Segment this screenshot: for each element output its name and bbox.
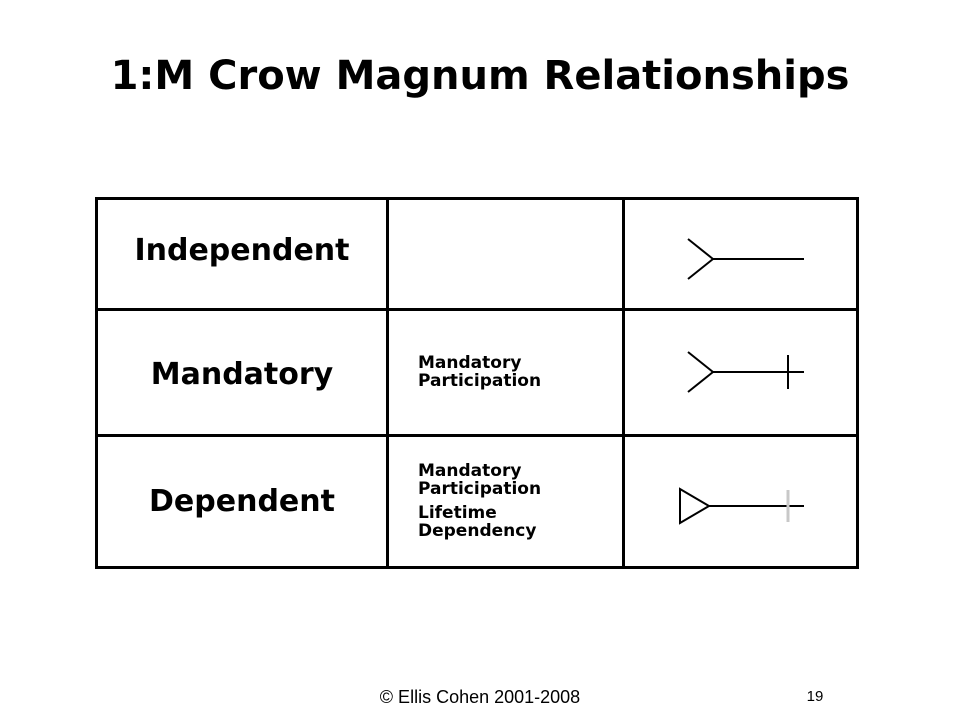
column-divider-2 [622,200,625,566]
row-description-dependent: Mandatory Participation Lifetime Depende… [418,462,541,540]
triangle-line-faint-bar-icon [679,487,804,525]
row-description-mandatory: Mandatory Participation [418,354,541,390]
description-line: Mandatory [418,461,522,481]
description-line: Participation [418,371,542,391]
crow-foot-line-icon [687,238,804,280]
row-divider-1 [98,308,856,311]
page-number: 19 [806,688,824,705]
row-label-dependent: Dependent [149,484,335,519]
relationship-table: Independent Mandatory Mandatory Particip… [95,197,859,569]
copyright-footer: © Ellis Cohen 2001-2008 [379,687,581,707]
description-line: Mandatory [418,353,522,373]
row-label-mandatory: Mandatory [150,357,334,392]
row-divider-2 [98,434,856,437]
column-divider-1 [386,200,389,566]
page-title: 1:M Crow Magnum Relationships [110,53,850,99]
description-line: Lifetime [418,503,497,523]
crow-foot-bar-icon [687,351,804,393]
description-line: Participation [418,479,542,499]
row-label-independent: Independent [134,233,350,268]
description-line: Dependency [418,521,537,541]
